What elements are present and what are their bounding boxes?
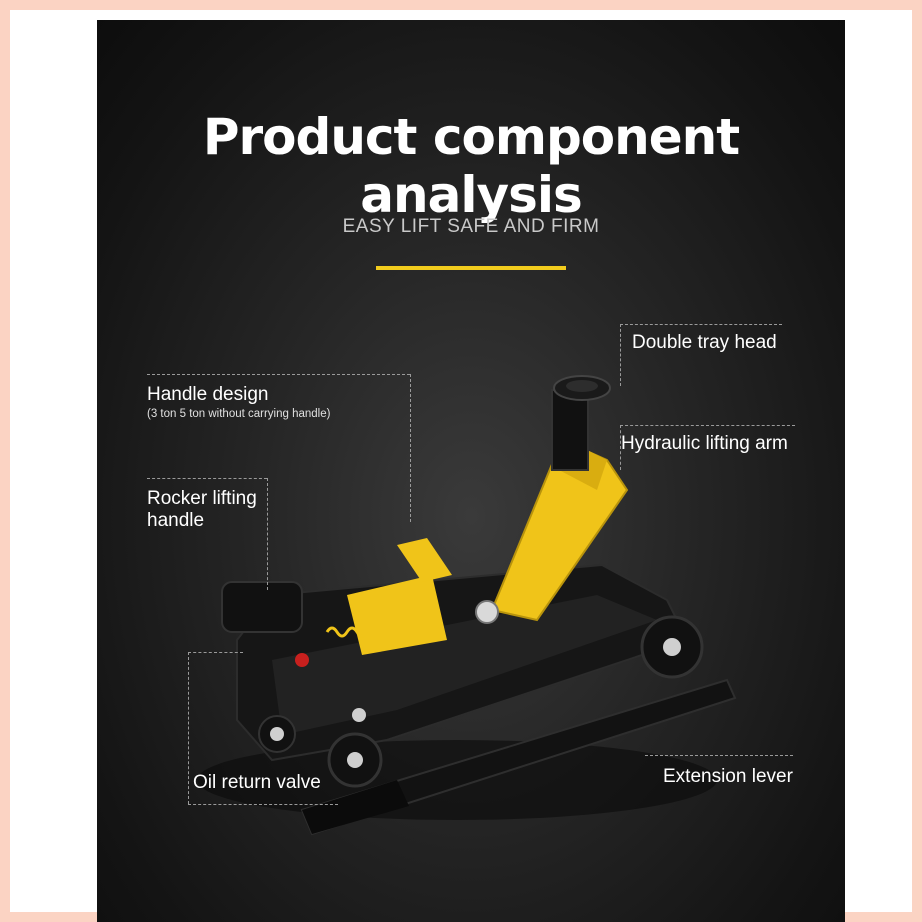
handle-design-leader-drop xyxy=(410,374,411,522)
oil-valve-leader-line xyxy=(188,652,243,653)
oil-valve-leader-drop xyxy=(188,652,189,804)
page-title: Product component analysis xyxy=(202,108,740,224)
extension-lever-label: Extension lever xyxy=(663,766,793,787)
rocker-handle-leader-line xyxy=(147,478,267,479)
oil-return-valve-label: Oil return valve xyxy=(193,772,321,793)
handle-design-note: (3 ton 5 ton without carrying handle) xyxy=(147,408,331,420)
extension-lever-leader-line xyxy=(645,755,793,756)
handle-design-leader-line xyxy=(147,374,410,375)
double-tray-head-label: Double tray head xyxy=(632,332,777,353)
handle-design-label: Handle design xyxy=(147,384,269,405)
rocker-handle-label-line2: handle xyxy=(147,510,205,531)
rocker-handle-leader-drop xyxy=(267,478,268,590)
tray-head-leader-drop xyxy=(620,324,621,386)
floor-jack-illustration xyxy=(197,375,737,836)
tray-head-leader-line xyxy=(620,324,782,325)
oil-valve-leader-base xyxy=(188,804,338,805)
lifting-arm-leader-drop xyxy=(620,425,621,470)
lifting-arm-leader-line xyxy=(620,425,795,426)
rocker-handle-label-line1: Rocker lifting xyxy=(147,488,257,509)
product-panel: Product component analysis EASY LIFT SAF… xyxy=(97,20,845,922)
hydraulic-lifting-arm-label: Hydraulic lifting arm xyxy=(621,433,788,454)
accent-underline xyxy=(376,266,566,270)
page-subtitle: EASY LIFT SAFE AND FIRM xyxy=(342,216,600,237)
